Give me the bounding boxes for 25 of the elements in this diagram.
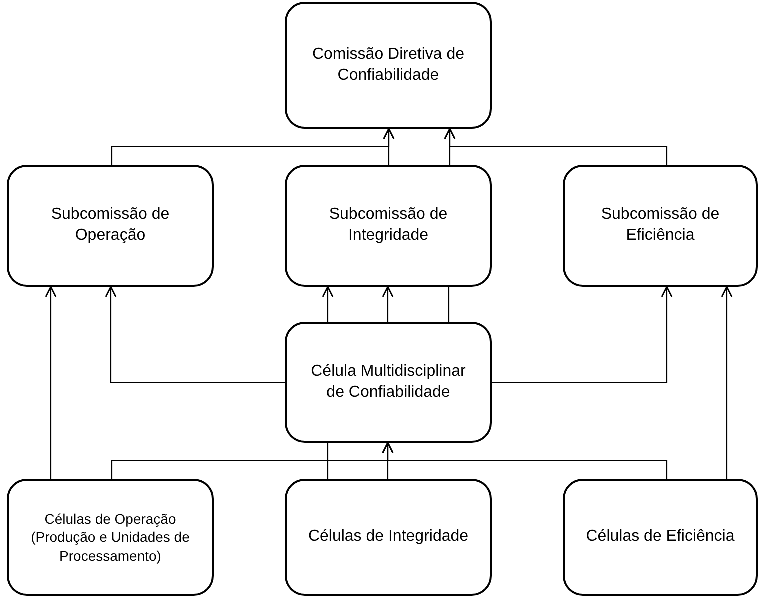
process-box <box>7 165 214 287</box>
process-box <box>563 165 758 287</box>
box-label: Células de Eficiência <box>586 527 735 548</box>
box-label: Subcomissão de Integridade <box>328 205 449 246</box>
arrow <box>382 286 394 322</box>
box-label: Subcomissão de Eficiência <box>600 205 721 246</box>
arrow <box>492 286 673 384</box>
box-label: Células de Integridade <box>308 527 469 548</box>
box-label: Células de Operação (Produção e Unidades de Processamento) <box>30 510 191 565</box>
arrow <box>322 286 334 322</box>
arrow <box>45 286 57 479</box>
arrow <box>444 128 456 165</box>
process-box <box>285 2 492 129</box>
process-box <box>285 322 492 443</box>
process-box <box>7 479 214 596</box>
arrow <box>382 442 668 479</box>
box-label: Célula Multidisciplinar de Confiabilidade <box>310 362 467 402</box>
box-label: Subcomissão de Operação <box>50 205 171 246</box>
arrow <box>721 286 733 479</box>
arrow <box>105 286 285 384</box>
process-box <box>563 479 758 596</box>
process-box <box>285 165 492 287</box>
arrow <box>383 128 395 165</box>
process-box <box>285 479 492 596</box>
box-label: Comissão Diretiva de Confiabilidade <box>311 44 466 86</box>
